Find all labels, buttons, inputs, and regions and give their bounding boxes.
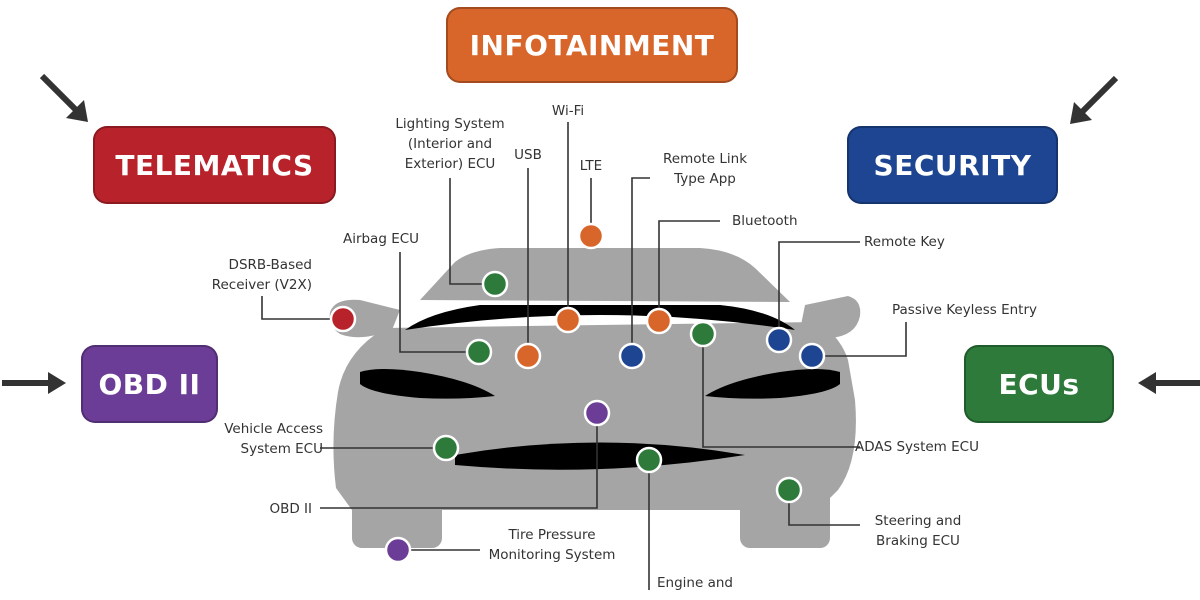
arrow-ecus-icon — [1138, 372, 1200, 394]
label-dsrb: DSRB-Based Receiver (V2X) — [211, 257, 312, 293]
node-remote-key — [765, 326, 793, 354]
node-engine — [635, 446, 663, 474]
category-ecus: ECUs — [964, 345, 1114, 423]
label-lighting: Lighting System (Interior and Exterior) … — [395, 116, 505, 172]
category-telematics: TELEMATICS — [93, 126, 336, 204]
node-remote-link — [618, 342, 646, 370]
label-wifi: Wi-Fi — [551, 103, 585, 119]
arrow-obd-icon — [2, 372, 66, 394]
leader-lines — [261, 122, 907, 590]
component-nodes — [329, 222, 826, 564]
label-engine: Engine and — [657, 575, 733, 591]
node-passive-keyless — [798, 342, 826, 370]
node-bluetooth — [645, 307, 673, 335]
label-usb: USB — [514, 147, 542, 163]
node-obd-port — [583, 399, 611, 427]
node-tire-pressure — [384, 536, 412, 564]
label-steering: Steering and Braking ECU — [874, 513, 962, 549]
label-airbag: Airbag ECU — [342, 231, 420, 247]
label-passive-keyless: Passive Keyless Entry — [892, 302, 1038, 318]
node-usb — [514, 342, 542, 370]
car-silhouette — [329, 248, 861, 548]
category-infotainment: INFOTAINMENT — [446, 7, 738, 83]
label-bluetooth: Bluetooth — [732, 213, 798, 229]
label-adas: ADAS System ECU — [855, 439, 979, 455]
label-tire-pressure: Tire Pressure Monitoring System — [488, 527, 616, 563]
category-security: SECURITY — [847, 126, 1058, 204]
node-lighting — [481, 270, 509, 298]
label-remote-key: Remote Key — [864, 234, 945, 250]
node-airbag — [465, 338, 493, 366]
label-lte: LTE — [579, 158, 603, 174]
arrow-security-icon — [1070, 75, 1119, 124]
node-wifi — [554, 306, 582, 334]
label-vehicle-access: Vehicle Access System ECU — [224, 421, 323, 457]
arrow-telematics-icon — [39, 73, 88, 122]
category-obd: OBD II — [81, 345, 218, 423]
node-adas — [689, 320, 717, 348]
node-dsrb — [329, 305, 357, 333]
node-steering — [775, 476, 803, 504]
car-details — [360, 305, 840, 470]
node-vehicle-access — [432, 434, 460, 462]
node-lte — [577, 222, 605, 250]
label-remote-link: Remote Link Type App — [662, 151, 748, 187]
label-obd-port: OBD II — [269, 501, 312, 517]
